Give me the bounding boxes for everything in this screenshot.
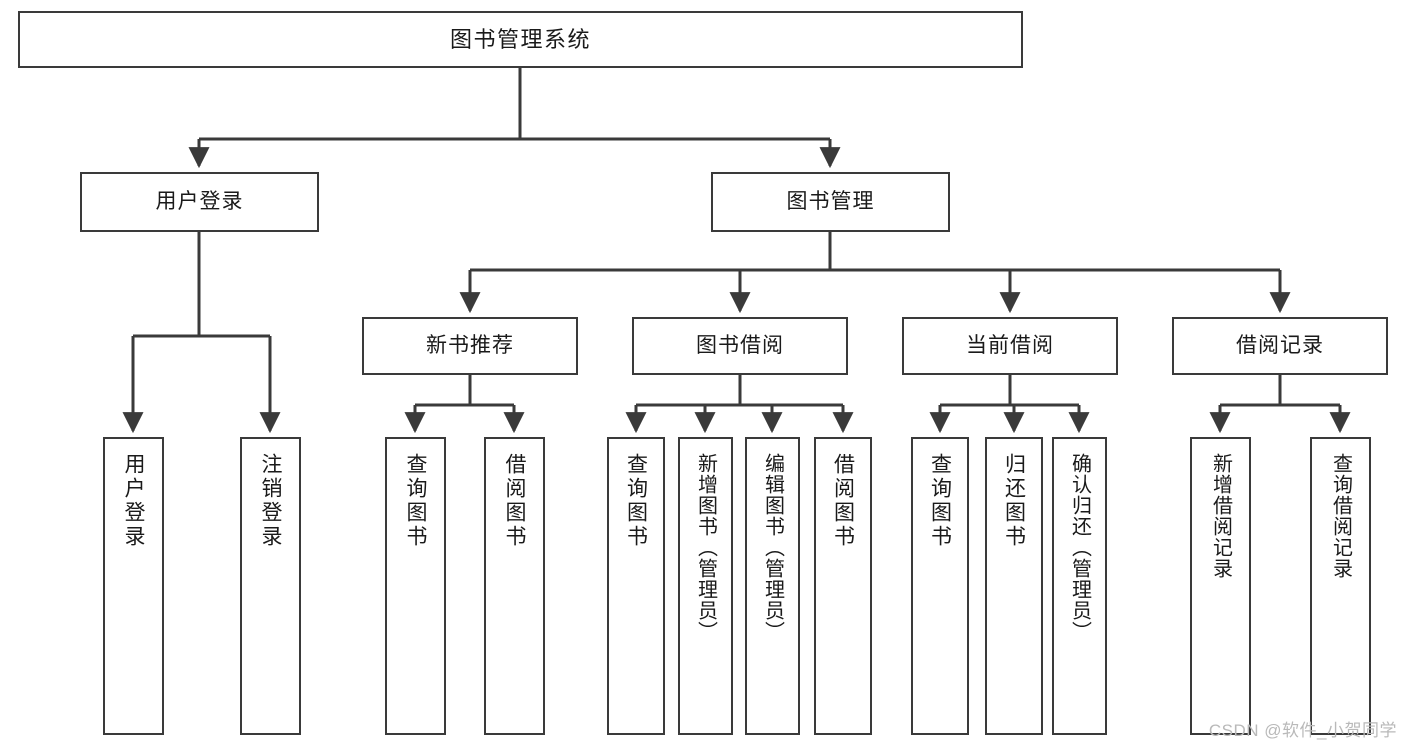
node-book-borrow[interactable]: 图书借阅 <box>632 317 848 375</box>
node-leaf-query-book-3[interactable]: 查询图书 <box>911 437 969 735</box>
node-leaf-logout-label: 注销登录 <box>259 453 283 549</box>
node-leaf-query-book-1-label: 查询图书 <box>404 453 428 549</box>
node-leaf-edit-book[interactable]: 编辑图书（管理员） <box>745 437 800 735</box>
node-leaf-query-book-1[interactable]: 查询图书 <box>385 437 446 735</box>
node-leaf-add-book-label: 新增图书（管理员） <box>694 453 717 642</box>
node-current-borrow[interactable]: 当前借阅 <box>902 317 1118 375</box>
node-leaf-borrow-book-2-label: 借阅图书 <box>831 453 855 549</box>
node-book-borrow-label: 图书借阅 <box>696 333 784 357</box>
node-leaf-return-book-label: 归还图书 <box>1002 453 1026 549</box>
node-leaf-confirm-return[interactable]: 确认归还（管理员） <box>1052 437 1107 735</box>
node-borrow-record[interactable]: 借阅记录 <box>1172 317 1388 375</box>
node-leaf-add-book[interactable]: 新增图书（管理员） <box>678 437 733 735</box>
node-current-borrow-label: 当前借阅 <box>966 333 1054 357</box>
node-leaf-edit-book-label: 编辑图书（管理员） <box>761 453 784 642</box>
node-leaf-add-record-label: 新增借阅记录 <box>1209 453 1232 579</box>
node-book-manage[interactable]: 图书管理 <box>711 172 950 232</box>
node-leaf-query-record[interactable]: 查询借阅记录 <box>1310 437 1371 735</box>
node-user-login-label: 用户登录 <box>155 189 244 213</box>
node-leaf-user-login-label: 用户登录 <box>122 453 146 549</box>
node-leaf-add-record[interactable]: 新增借阅记录 <box>1190 437 1251 735</box>
node-root-label: 图书管理系统 <box>449 26 591 52</box>
node-leaf-confirm-return-label: 确认归还（管理员） <box>1068 453 1091 642</box>
node-leaf-user-login[interactable]: 用户登录 <box>103 437 164 735</box>
node-leaf-query-record-label: 查询借阅记录 <box>1329 453 1352 579</box>
node-leaf-borrow-book-2[interactable]: 借阅图书 <box>814 437 872 735</box>
node-user-login[interactable]: 用户登录 <box>80 172 319 232</box>
node-root[interactable]: 图书管理系统 <box>18 11 1023 68</box>
csdn-watermark: CSDN @软件_小贺同学 <box>1208 721 1397 740</box>
node-leaf-return-book[interactable]: 归还图书 <box>985 437 1043 735</box>
node-leaf-borrow-book-1-label: 借阅图书 <box>503 453 527 549</box>
node-new-book-recommend-label: 新书推荐 <box>426 333 514 357</box>
node-book-manage-label: 图书管理 <box>786 189 875 213</box>
node-borrow-record-label: 借阅记录 <box>1236 333 1324 357</box>
node-leaf-query-book-3-label: 查询图书 <box>928 453 952 549</box>
node-leaf-query-book-2-label: 查询图书 <box>624 453 648 549</box>
node-new-book-recommend[interactable]: 新书推荐 <box>362 317 578 375</box>
node-leaf-logout[interactable]: 注销登录 <box>240 437 301 735</box>
node-leaf-borrow-book-1[interactable]: 借阅图书 <box>484 437 545 735</box>
node-leaf-query-book-2[interactable]: 查询图书 <box>607 437 665 735</box>
